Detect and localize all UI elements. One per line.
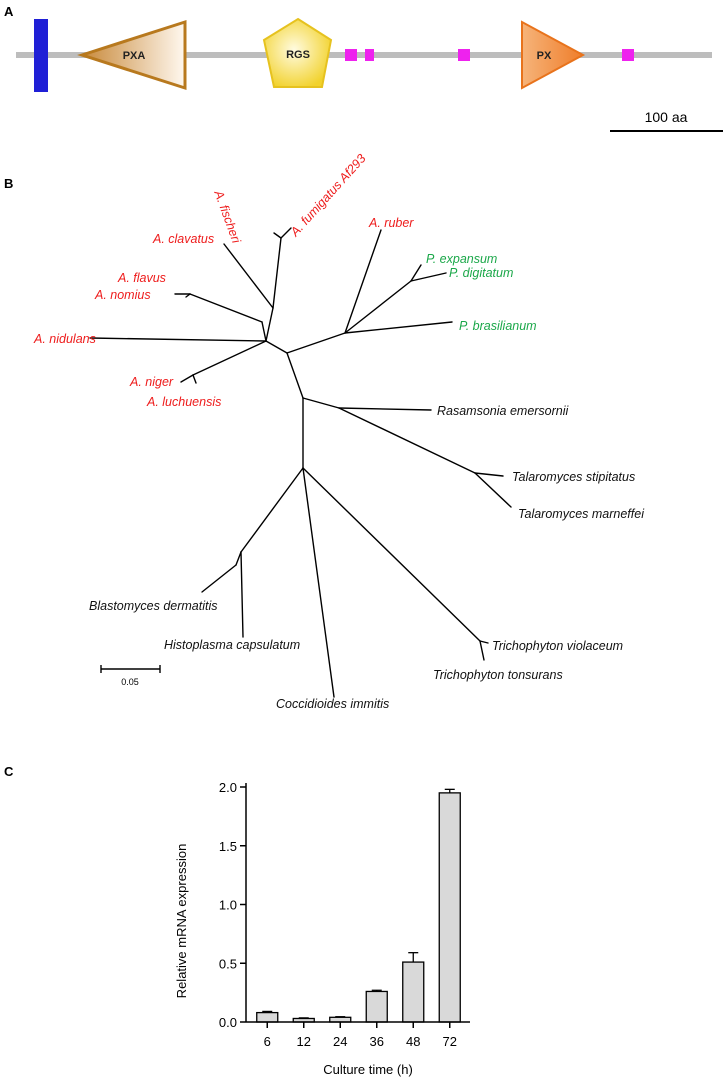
taxon-histoplasma: Histoplasma capsulatum bbox=[164, 638, 300, 652]
branch bbox=[192, 340, 267, 376]
motif-square-3 bbox=[458, 49, 470, 61]
branch bbox=[265, 307, 274, 342]
domain-scale-label: 100 aa bbox=[645, 109, 688, 125]
branch bbox=[272, 237, 282, 309]
rgs-pentagon-icon bbox=[262, 17, 333, 88]
branch bbox=[223, 243, 274, 309]
x-tick-label: 36 bbox=[370, 1034, 384, 1049]
branch bbox=[410, 272, 447, 282]
branch bbox=[240, 467, 304, 553]
tree-branches bbox=[89, 227, 512, 698]
taxon-a-clavatus: A. clavatus bbox=[152, 232, 214, 246]
taxon-a-fumigatus: A. fumigatus Af293 bbox=[287, 151, 368, 239]
transmembrane-block bbox=[34, 19, 48, 92]
taxon-a-ruber: A. ruber bbox=[368, 216, 414, 230]
panel-a-letter: A bbox=[4, 4, 14, 19]
taxon-rasamsonia: Rasamsonia emersornii bbox=[437, 404, 570, 418]
branch bbox=[240, 551, 244, 638]
taxon-a-flavus: A. flavus bbox=[117, 271, 166, 285]
branch bbox=[338, 407, 476, 474]
branch bbox=[410, 264, 422, 282]
y-axis: 0.0 0.5 1.0 1.5 2.0 bbox=[219, 780, 247, 1030]
pxa-label: PXA bbox=[123, 50, 146, 62]
branch bbox=[344, 321, 453, 334]
branch bbox=[280, 227, 292, 239]
branch bbox=[344, 280, 412, 334]
bars bbox=[256, 788, 461, 1023]
taxon-p-expansum: P. expansum bbox=[426, 252, 497, 266]
branch bbox=[261, 321, 267, 342]
branch bbox=[189, 293, 263, 323]
branch bbox=[344, 229, 382, 334]
taxon-a-nomius: A. nomius bbox=[94, 288, 151, 302]
panel-b-letter: B bbox=[4, 176, 13, 191]
taxon-blastomyces: Blastomyces dermatitis bbox=[89, 599, 218, 613]
taxon-p-brasilianum: P. brasilianum bbox=[459, 319, 537, 333]
branch bbox=[479, 640, 489, 644]
panel-b: B bbox=[4, 151, 645, 711]
x-tick-label: 6 bbox=[264, 1034, 271, 1049]
domain-pxa: PXA bbox=[77, 19, 187, 91]
pxa-triangle-icon bbox=[77, 19, 187, 91]
x-axis-label: Culture time (h) bbox=[323, 1062, 413, 1077]
branch bbox=[235, 551, 242, 566]
y-tick-label: 2.0 bbox=[219, 780, 237, 795]
bar bbox=[438, 792, 461, 1023]
y-tick-label: 0.0 bbox=[219, 1015, 237, 1030]
branch bbox=[265, 340, 288, 354]
panel-a: A PXA RGS PX 100 aa bbox=[4, 4, 723, 132]
taxon-coccidioides: Coccidioides immitis bbox=[276, 697, 389, 711]
branch bbox=[201, 564, 237, 593]
px-label: PX bbox=[537, 50, 552, 62]
branch bbox=[474, 472, 512, 508]
panel-c-letter: C bbox=[4, 764, 14, 779]
branch bbox=[192, 374, 197, 384]
y-axis-label: Relative mRNA expression bbox=[174, 844, 189, 999]
tree-scale-label: 0.05 bbox=[121, 677, 139, 687]
motif-square-2 bbox=[365, 49, 374, 61]
x-tick-label: 24 bbox=[333, 1034, 347, 1049]
branch bbox=[89, 337, 267, 342]
taxon-p-digitatum: P. digitatum bbox=[449, 266, 513, 280]
branch bbox=[180, 374, 194, 383]
branch bbox=[302, 467, 335, 698]
branch bbox=[286, 332, 346, 354]
tree-scale: 0.05 bbox=[100, 665, 161, 687]
branch bbox=[474, 472, 504, 477]
branch bbox=[479, 640, 485, 661]
panel-c: C Relative mRNA expression Culture time … bbox=[4, 764, 470, 1077]
taxon-a-fischeri: A. fischeri bbox=[211, 188, 244, 246]
taxon-talaromyces-stipitatus: Talaromyces stipitatus bbox=[512, 470, 635, 484]
branch bbox=[185, 293, 191, 298]
y-tick-label: 1.5 bbox=[219, 839, 237, 854]
x-tick-label: 72 bbox=[443, 1034, 457, 1049]
branch bbox=[273, 232, 282, 239]
bar bbox=[256, 1011, 279, 1023]
taxon-talaromyces-marneffei: Talaromyces marneffei bbox=[518, 507, 645, 521]
taxon-trichophyton-violaceum: Trichophyton violaceum bbox=[492, 639, 623, 653]
bar bbox=[402, 961, 425, 1023]
motif-square-4 bbox=[622, 49, 634, 61]
taxon-trichophyton-tonsurans: Trichophyton tonsurans bbox=[433, 668, 563, 682]
y-tick-label: 0.5 bbox=[219, 956, 237, 971]
motif-square-1 bbox=[345, 49, 357, 61]
x-tick-label: 48 bbox=[406, 1034, 420, 1049]
branch bbox=[302, 397, 340, 409]
y-tick-label: 1.0 bbox=[219, 898, 237, 913]
x-axis: 6 12 24 36 48 72 bbox=[246, 1021, 470, 1049]
rgs-label: RGS bbox=[286, 49, 310, 61]
bar-chart: Relative mRNA expression Culture time (h… bbox=[174, 780, 470, 1077]
branch bbox=[302, 467, 481, 642]
taxon-a-nidulans: A. nidulans bbox=[33, 332, 96, 346]
bar bbox=[365, 990, 388, 1023]
x-tick-label: 12 bbox=[297, 1034, 311, 1049]
taxon-a-luchuensis: A. luchuensis bbox=[146, 395, 221, 409]
taxon-a-niger: A. niger bbox=[129, 375, 174, 389]
px-triangle-icon bbox=[521, 20, 586, 90]
domain-rgs: RGS bbox=[262, 17, 333, 88]
branch bbox=[286, 352, 304, 399]
domain-px: PX bbox=[521, 20, 586, 90]
branch bbox=[338, 407, 432, 411]
